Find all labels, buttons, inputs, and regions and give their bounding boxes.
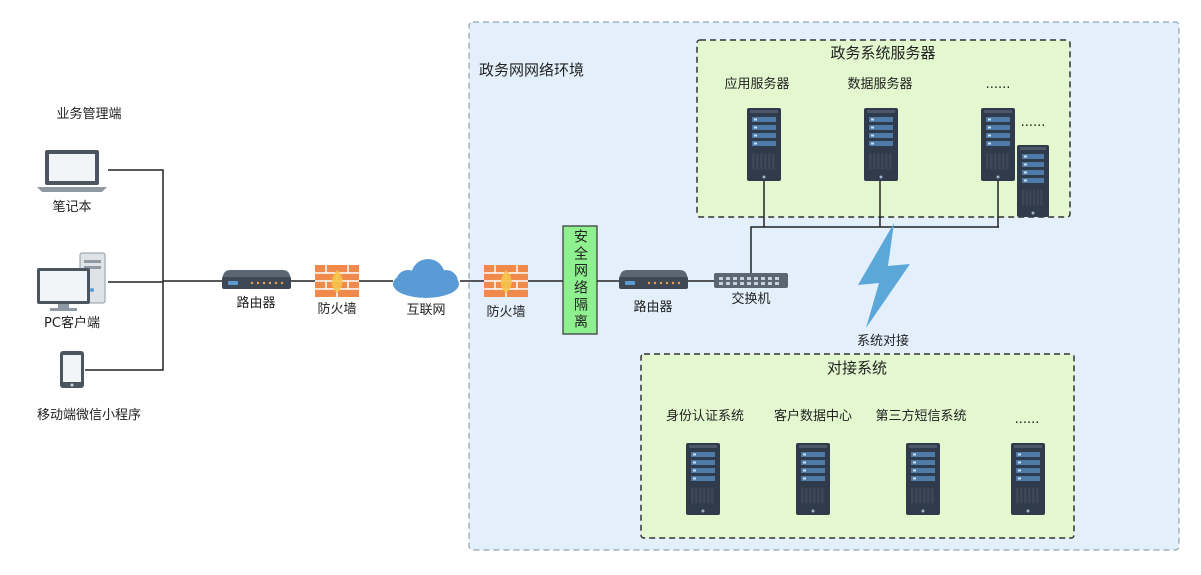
- gov-server-label-data: 数据服务器: [847, 77, 913, 92]
- dock-label-customer-data: 客户数据中心: [773, 409, 853, 424]
- system-link-label: 系统对接: [856, 334, 910, 349]
- dock-label-sms: 第三方短信系统: [875, 409, 967, 424]
- mobile-phone-icon: [60, 351, 84, 388]
- gov-servers-title: 政务系统服务器: [830, 44, 936, 62]
- server-icon: [1017, 145, 1049, 217]
- router-right-label: 路由器: [633, 300, 673, 315]
- firewall-right-label: 防火墙: [486, 305, 526, 320]
- router-left-label: 路由器: [236, 296, 276, 311]
- security-isolation-box: [562, 225, 598, 335]
- gov-server-label-more: ......: [985, 77, 1011, 92]
- server-icon: [747, 108, 781, 181]
- internet-label: 互联网: [406, 303, 446, 318]
- server-icon: [796, 443, 830, 515]
- server-icon: [906, 443, 940, 515]
- firewall-left-icon: [315, 265, 359, 297]
- dock-systems-group: [640, 353, 1075, 539]
- gov-server-label-extra: ......: [1020, 115, 1046, 130]
- dock-systems-title: 对接系统: [826, 359, 888, 377]
- dock-label-identity: 身份认证系统: [665, 409, 745, 424]
- router-left-icon: [222, 270, 291, 289]
- dock-label-more: ......: [1014, 412, 1040, 427]
- server-icon: [864, 108, 898, 181]
- business-mgmt-label: 业务管理端: [56, 107, 122, 122]
- cloud-icon: [393, 259, 459, 298]
- mobile-label: 移动端微信小程序: [36, 408, 142, 423]
- laptop-icon: [37, 150, 107, 192]
- pc-client-label: PC客户端: [44, 316, 100, 331]
- server-icon: [981, 108, 1015, 181]
- server-icons: [686, 108, 1049, 515]
- switch-label: 交换机: [731, 292, 771, 307]
- gov-env-label: 政务网网络环境: [479, 61, 585, 79]
- router-right-icon: [619, 270, 688, 289]
- gov-server-label-app: 应用服务器: [724, 77, 790, 92]
- isolation-label: 安全网络隔离: [572, 229, 588, 331]
- firewall-right-icon: [484, 265, 528, 297]
- server-icon: [686, 443, 720, 515]
- network-switch-icon: [714, 273, 788, 288]
- connection-lines: [85, 169, 999, 371]
- laptop-label: 笔记本: [52, 200, 92, 215]
- firewall-left-label: 防火墙: [317, 302, 357, 317]
- server-icon: [1011, 443, 1045, 515]
- lightning-bolt-icon: [858, 223, 910, 328]
- desktop-pc-icon: [37, 252, 106, 311]
